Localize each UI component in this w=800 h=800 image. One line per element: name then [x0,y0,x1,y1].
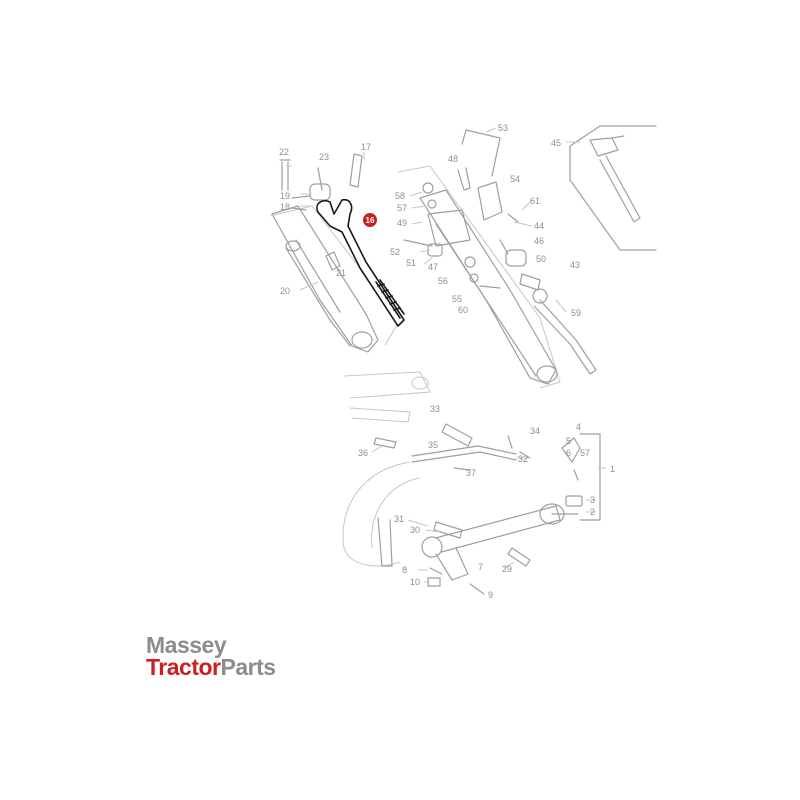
callout-label: 29 [502,564,512,574]
callout-label: 52 [390,247,400,257]
callout-label: 44 [534,221,544,231]
callout-label: 7 [478,562,483,572]
lower-link-group [342,433,601,595]
right-lift-arm-group [397,129,597,389]
callout-label: 36 [358,448,368,458]
brand-logo: Massey TractorParts [146,634,276,682]
callout-label: 55 [452,294,462,304]
callout-label: 32 [518,454,528,464]
callout-label: 61 [530,196,540,206]
left-lift-arm-group [269,153,401,353]
callout-label: 34 [530,426,540,436]
callout-label: 57 [580,448,590,458]
logo-word-tractor: Tractor [146,654,221,680]
callout-label: 30 [410,525,420,535]
callout-label: 57 [397,203,407,213]
callout-label: 4 [576,422,581,432]
middle-linkage-group [343,371,531,471]
callout-label: 22 [279,147,289,157]
highlight-marker[interactable] [363,213,377,227]
callout-label: 18 [280,202,290,212]
callout-label: 31 [394,514,404,524]
callout-label: 56 [438,276,448,286]
callout-label: 2 [590,507,595,517]
callout-label: 20 [280,286,290,296]
logo-word-massey: Massey [146,632,227,658]
callout-label: 59 [571,308,581,318]
callout-label: 5 [566,436,571,446]
callout-label: 37 [466,468,476,478]
callout-label: 3 [590,495,595,505]
highlight-callout-16[interactable]: 16 [363,213,377,227]
callout-label: 33 [430,404,440,414]
callout-label: 1 [610,464,615,474]
callout-label: 43 [570,260,580,270]
callout-labels: 22 23 17 19 18 21 20 48 53 58 57 49 52 5… [279,123,615,600]
callout-label: 19 [280,191,290,201]
highlighted-part-16 [316,198,405,327]
callout-label: 45 [551,138,561,148]
callout-label: 21 [336,268,346,278]
callout-label: 51 [406,258,416,268]
callout-label: 47 [428,262,438,272]
logo-word-parts: Parts [220,654,276,680]
callout-label: 10 [410,577,420,587]
callout-label: 23 [319,152,329,162]
callout-label: 53 [498,123,508,133]
callout-label: 50 [536,254,546,264]
callout-label: 17 [361,142,371,152]
callout-leaders [286,127,606,583]
callout-label: 60 [458,305,468,315]
inset-part-45 [569,125,657,251]
callout-label: 54 [510,174,520,184]
callout-label: 35 [428,440,438,450]
callout-label: 48 [448,154,458,164]
callout-label: 6 [566,448,571,458]
highlight-label: 16 [366,216,375,225]
callout-label: 58 [395,191,405,201]
callout-label: 49 [397,218,407,228]
callout-label: 8 [402,565,407,575]
callout-label: 9 [488,590,493,600]
callout-label: 46 [534,236,544,246]
